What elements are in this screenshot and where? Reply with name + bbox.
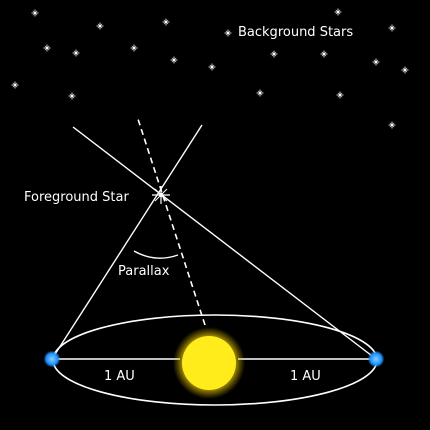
sun-core — [182, 336, 236, 390]
au-right-label: 1 AU — [290, 369, 321, 384]
background-star-icon — [68, 92, 76, 100]
background-star-icon — [130, 44, 138, 52]
background-star-icon — [43, 44, 51, 52]
background-stars-label: Background Stars — [238, 25, 353, 40]
earth-left — [44, 351, 60, 367]
parallax-label: Parallax — [118, 264, 170, 279]
background-star-icon — [334, 8, 342, 16]
background-star-icon — [388, 24, 396, 32]
sun-star-dashed-line — [136, 115, 206, 326]
background-star-icon — [72, 49, 80, 57]
background-star-icon — [372, 58, 380, 66]
background-star-icon — [208, 63, 216, 71]
parallax-angle-arc — [133, 250, 179, 259]
background-star-icon — [170, 56, 178, 64]
background-star-icon — [336, 91, 344, 99]
background-star-icon — [256, 89, 264, 97]
background-star-icon — [96, 22, 104, 30]
foreground-star-label: Foreground Star — [24, 190, 129, 205]
background-star-icon — [224, 29, 232, 37]
foreground-star-icon — [152, 186, 170, 204]
background-star-icon — [11, 81, 19, 89]
background-star-icon — [162, 18, 170, 26]
background-star-icon — [31, 9, 39, 17]
au-left-label: 1 AU — [104, 369, 135, 384]
sight-line-left — [51, 124, 203, 360]
background-star-icon — [320, 50, 328, 58]
sight-line-right — [72, 126, 377, 360]
background-star-icon — [388, 121, 396, 129]
background-stars-field — [11, 8, 409, 129]
background-star-icon — [401, 66, 409, 74]
background-star-icon — [270, 50, 278, 58]
earth-right — [368, 351, 384, 367]
